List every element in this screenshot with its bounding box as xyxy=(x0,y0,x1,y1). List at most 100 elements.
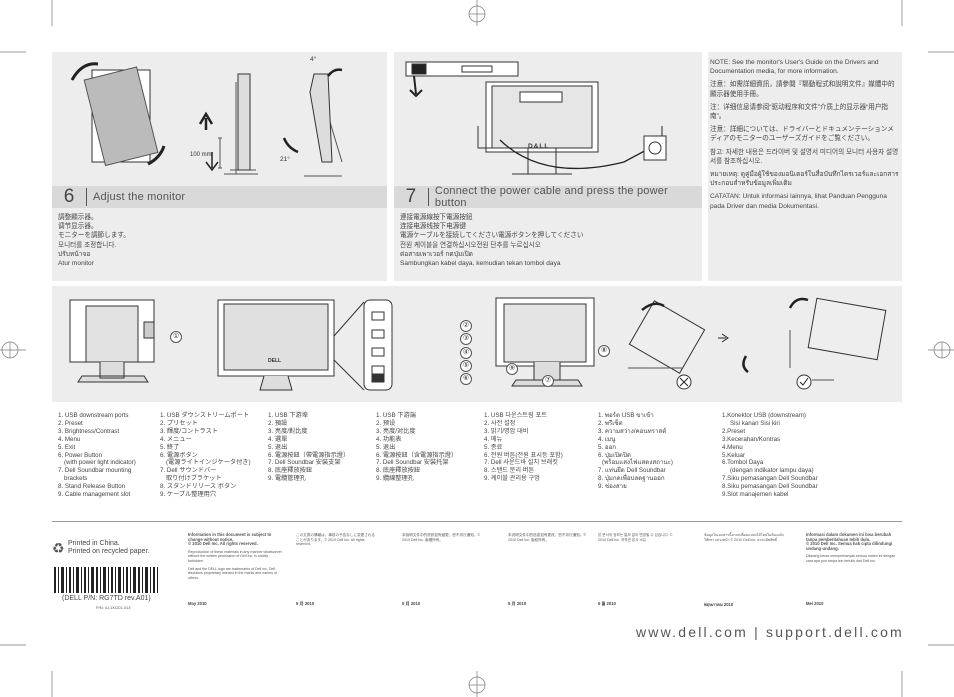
footer-ko: 본 문서의 정보는 통보 없이 변경될 수 있습니다. © 2010 Dell … xyxy=(598,533,673,542)
note-ko: 참고: 자세한 내용은 드라이버 및 설명서 미디어의 모니터 사용자 설명서를… xyxy=(710,148,899,165)
legend-item: 9. ช่องสาย xyxy=(598,483,627,491)
callout-5: ⑤ xyxy=(460,360,472,372)
step6-number: 6 xyxy=(63,186,75,207)
note-zh-cn: 注：详细信息请参阅“驱动程序和文件”介质上的显示器“用户指南”。 xyxy=(710,103,889,121)
footer-th: ข้อมูลในเอกสารนี้อาจเปลี่ยนแปลงได้โดยไม่… xyxy=(704,533,784,542)
legend-item: 3.Kecerahan/Kontras xyxy=(722,435,781,443)
note-th: หมายเหตุ: ดูคู่มือผู้ใช้ของมอนิเตอร์ในสื… xyxy=(710,171,899,188)
step6-panel: 100 mm 21° 4° 6 Adjust the monitor 調整顯示器… xyxy=(52,52,387,281)
height-dimension: 100 mm xyxy=(190,152,212,158)
footer-en: Information in this document is subject … xyxy=(188,532,284,580)
id-copyright: © 2010 Dell Inc. Semua hak cipta dilindu… xyxy=(806,541,893,551)
step6-line: 调节显示器。 xyxy=(58,223,98,231)
legend-item: 3. 輝度/コントラスト xyxy=(160,427,218,435)
legend-item: 2. 사전 설정 xyxy=(484,419,516,427)
legend-item: 1. USB ダウンストリームポート xyxy=(160,412,250,419)
legend-ko: 1. USB 다운스트림 포트 2. 사전 설정 3. 밝기/명암 대비 4. … xyxy=(484,412,563,483)
legend-item: 8. 스탠드 분리 버튼 xyxy=(484,467,535,475)
callout-9: ⑨ xyxy=(506,363,518,375)
legend-item: 7.Siku pemasangan Dell Soundbar xyxy=(722,475,818,483)
recycle-icon: ♻ xyxy=(52,540,65,556)
step7-line: 連接電源線按下電源按鈕 xyxy=(400,214,473,221)
legend-item: 5. 退出 xyxy=(268,443,288,451)
note-zh-tw: 注意：如需詳細資訊，請參閱『驅動程式和說明文件』媒體中的顯示器使用手冊。 xyxy=(710,81,895,98)
id-info: Informasi dalam dokumen ini bisa berubah… xyxy=(806,532,892,542)
legend-item: 6. ปุ่มเปิดปิด xyxy=(598,451,631,459)
legend-item: 6. 電源ボタン xyxy=(160,451,198,459)
barcode xyxy=(54,567,158,593)
legend-item: 5. 退出 xyxy=(376,443,396,451)
legend-item: 1. USB 下游端 xyxy=(376,412,416,419)
legend-item: 4. เมนู xyxy=(598,435,616,443)
legend-item: 4. 메뉴 xyxy=(484,435,503,443)
legend-item: 3. Brightness/Contrast xyxy=(58,427,120,435)
monitor-brand: D&LL xyxy=(528,143,550,150)
legend-item: 4. Menu xyxy=(58,435,81,443)
step6-header: 6 Adjust the monitor xyxy=(52,186,387,208)
tilt-back-dimension: 21° xyxy=(280,156,290,163)
date-ko: 5 월 2010 xyxy=(598,601,616,606)
legend-item: 6. 電源按鈕（帶電源指示燈） xyxy=(268,451,350,459)
step7-header: 7 Connect the power cable and press the … xyxy=(394,185,702,209)
legend-item: 6. 電源按鈕（含電源指示燈） xyxy=(376,451,458,459)
legend-item: 8.Siku pemasangan Dell Soundbar xyxy=(722,483,818,491)
legend-ja: 1. USB ダウンストリームポート 2. プリセット 3. 輝度/コントラスト… xyxy=(160,412,251,499)
legend-item: 8. Stand Release Button xyxy=(58,483,126,491)
date-id: Mei 2010 xyxy=(806,601,824,606)
notes-list: NOTE: See the monitor's User's Guide on … xyxy=(710,58,900,211)
step7-line: ต่อสายเพาเวอร์ กดปุ่มเปิด xyxy=(400,250,473,258)
legend-zh-tw: 1. USB 下游埠 2. 預設 3. 亮度/對比度 4. 選單 5. 退出 6… xyxy=(268,412,349,483)
legend-item: 5. 종료 xyxy=(484,443,503,451)
part-number-small: P/N: 4J.1KG01.013 xyxy=(96,605,131,610)
step7-divider xyxy=(427,188,429,206)
legend-item: 2. Preset xyxy=(58,419,83,427)
step6-line: 모니터를 조정합니다. xyxy=(58,241,117,249)
legend-item: 6. 전원 버튼(전원 표시등 포함) xyxy=(484,451,563,459)
note-en: NOTE: See the monitor's User's Guide on … xyxy=(710,59,879,76)
legend-item: 9. 電纜管理孔 xyxy=(268,475,306,483)
legend-item: 1. USB 下游埠 xyxy=(268,412,308,419)
part-number: (DELL P/N: RG7TD rev.A01) xyxy=(62,595,151,602)
legend-item: 9.Slot manajemen kabel xyxy=(722,491,789,499)
legend-item: 9. 纜線整理孔 xyxy=(376,475,414,483)
legend-item: 7. Dell 사운드바 설치 브래킷 xyxy=(484,459,558,467)
callout-8: ⑧ xyxy=(598,345,610,357)
legend-item: 4. 選單 xyxy=(268,435,288,443)
bezel-logo: DELL xyxy=(268,358,282,364)
legend-item: 4.Menu xyxy=(722,443,743,451)
legend-item: 7. Dell Soundbar 安裝支架 xyxy=(268,459,341,467)
step7-line: Sambungkan kabel daya, kemudian tekan to… xyxy=(400,260,561,268)
callout-7: ⑦ xyxy=(542,375,554,387)
website-links[interactable]: www.dell.com | support.dell.com xyxy=(636,624,904,640)
legend-item: 1. USB 다운스트림 포트 xyxy=(484,412,547,419)
legend-item: (พร้อมแสงไฟแสดงสถานะ) xyxy=(602,459,673,467)
legend-item: 7. แท่นยึด Dell Soundbar xyxy=(598,467,666,475)
barcode-graphic xyxy=(54,567,158,593)
legend-item: 7. Dell Soundbar mounting xyxy=(58,467,132,475)
step6-translations: 調整顯示器。 调节显示器。 モニターを調節します。 모니터를 조정합니다. ปร… xyxy=(58,213,130,268)
legend-item: 4. 功能表 xyxy=(376,435,402,443)
legend-item: 5. Exit xyxy=(58,443,76,451)
legend-item: 7. Dell サウンドバー xyxy=(160,467,217,475)
step7-illustration xyxy=(405,61,667,175)
date-en: May 2010 xyxy=(188,601,207,606)
step6-line: モニターを調節します。 xyxy=(58,232,130,240)
callout-4: ④ xyxy=(460,347,472,359)
legend-item: 6.Tombol Daya xyxy=(722,459,764,467)
legend-item: 6. Power Button xyxy=(58,451,103,459)
callout-6: ⑥ xyxy=(460,373,472,385)
step6-divider xyxy=(86,188,87,206)
step6-title: Adjust the monitor xyxy=(93,191,186,203)
printed-info: Printed in China. Printed on recycled pa… xyxy=(68,540,149,556)
id-body: Dilarang keras memperbanyak semua materi… xyxy=(806,554,896,563)
legend-item: 9. ケーブル整理用穴 xyxy=(160,491,217,499)
en-trademark: Dell and the DELL logo are trademarks of… xyxy=(188,566,278,580)
legend-item: 8. 底座釋放按鈕 xyxy=(268,467,313,475)
step7-line: 连接电源线按下电源键 xyxy=(400,223,466,231)
legend-item: brackets xyxy=(64,475,88,483)
en-copyright: © 2010 Dell Inc. All rights reserved. xyxy=(188,541,258,547)
legend-item: 5. 終了 xyxy=(160,443,180,451)
legend-item: 4. メニュー xyxy=(160,435,192,443)
legend-item: 2.Preset xyxy=(722,427,746,435)
legend-item: 1. USB downstream ports xyxy=(58,412,129,419)
